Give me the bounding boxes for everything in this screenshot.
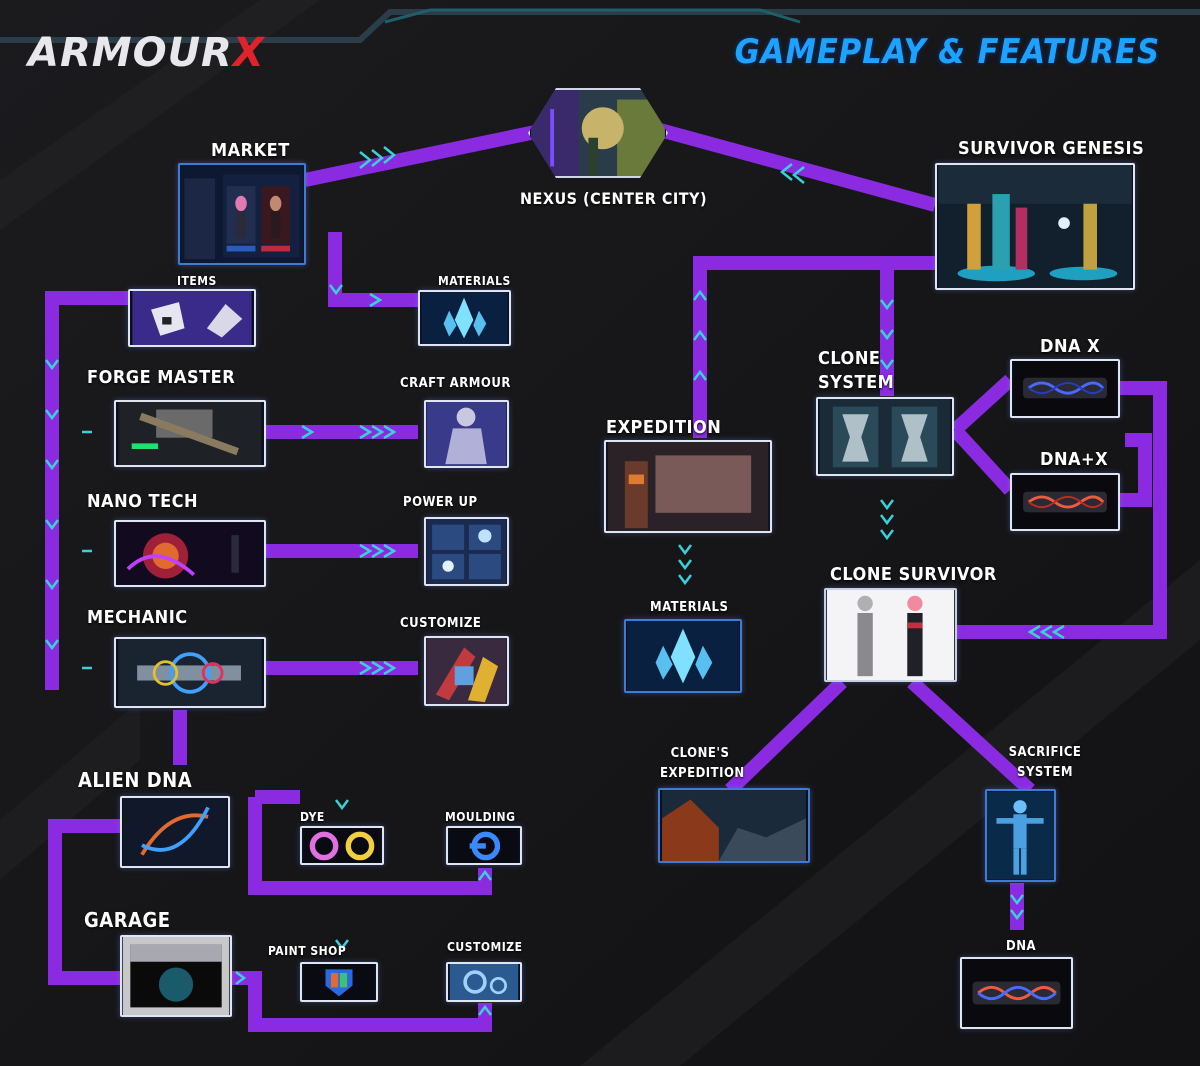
customize-2-label: CUSTOMIZE (447, 940, 523, 954)
clone-system-label-1: CLONE (818, 348, 881, 369)
craft-armour-card[interactable] (424, 400, 509, 468)
forge-master-label: FORGE MASTER (87, 367, 236, 388)
survivor-genesis-icon (938, 165, 1132, 288)
power-up-card[interactable] (424, 517, 509, 586)
customize-1-card[interactable] (424, 636, 509, 706)
sacrifice-label-1: SACRIFICE (1008, 745, 1082, 760)
armourx-logo: ARMOURX (28, 30, 265, 76)
moulding-card[interactable] (446, 826, 522, 865)
items-label: ITEMS (177, 274, 217, 288)
alien-dna-label: ALIEN DNA (78, 768, 193, 792)
paint-shop-label: PAINT SHOP (268, 944, 347, 958)
alien-dna-card[interactable] (120, 796, 230, 868)
armour-icon (426, 402, 507, 466)
clone-figures-icon (826, 590, 955, 680)
gears-icon (449, 964, 519, 1000)
dye-rings-icon (304, 828, 380, 863)
clone-survivor-card[interactable] (824, 588, 957, 682)
market-label: MARKET (211, 140, 290, 161)
garage-card[interactable] (120, 935, 232, 1017)
materials-bottom-card[interactable] (624, 619, 742, 693)
clone-survivor-label: CLONE SURVIVOR (830, 564, 997, 585)
city-icon (531, 90, 665, 176)
dna-capsule-icon (963, 959, 1070, 1027)
dna-x-label: DNA X (1040, 336, 1101, 357)
dye-card[interactable] (300, 826, 384, 865)
nano-tech-card[interactable] (114, 520, 266, 587)
dye-label: DYE (300, 810, 325, 824)
dna-helix-icon (123, 798, 227, 866)
dna-plus-x-label: DNA+X (1040, 449, 1109, 470)
mechanic-label: MECHANIC (87, 607, 188, 628)
dna-plus-x-card[interactable] (1010, 473, 1120, 531)
items-card[interactable] (128, 289, 256, 347)
materials-bottom-label: MATERIALS (650, 600, 729, 615)
landscape-icon (662, 790, 806, 861)
expedition-scene-icon (607, 442, 769, 531)
forge-master-card[interactable] (114, 400, 266, 467)
expedition-label: EXPEDITION (606, 417, 722, 438)
dna-label: DNA (1006, 939, 1037, 954)
clones-expedition-label-1: CLONE'S (670, 746, 730, 761)
page-title: GAMEPLAY & FEATURES (734, 32, 1160, 72)
mechanic-card[interactable] (114, 637, 266, 708)
sacrifice-card[interactable] (985, 789, 1056, 882)
survivor-genesis-label: SURVIVOR GENESIS (958, 138, 1145, 159)
sacrifice-label-2: SYSTEM (1017, 765, 1073, 780)
dna-x-card[interactable] (1010, 359, 1120, 418)
expedition-card[interactable] (604, 440, 772, 533)
clone-pods-icon (819, 399, 951, 474)
paint-shop-card[interactable] (300, 962, 378, 1002)
dna-card[interactable] (960, 957, 1073, 1029)
paint-shield-icon (303, 964, 375, 1000)
nano-circuit-icon (118, 522, 262, 585)
craft-armour-label: CRAFT ARMOUR (400, 376, 511, 391)
survivor-genesis-card[interactable] (935, 163, 1135, 290)
clone-system-label-2: SYSTEM (818, 372, 895, 393)
clone-system-card[interactable] (816, 397, 954, 476)
dna-capsule-icon (1013, 475, 1117, 529)
logo-x: X (232, 30, 265, 76)
clones-expedition-card[interactable] (658, 788, 810, 863)
crystal-icon (627, 621, 739, 691)
materials-top-card[interactable] (418, 290, 511, 346)
customize-icon (426, 638, 507, 704)
nexus-card[interactable] (528, 88, 668, 178)
power-up-icon (426, 519, 507, 584)
materials-top-label: MATERIALS (438, 274, 511, 288)
garage-label: GARAGE (84, 908, 171, 932)
market-card[interactable] (178, 163, 306, 265)
power-up-label: POWER UP (403, 495, 478, 510)
clones-expedition-label-2: EXPEDITION (660, 766, 745, 781)
crystal-icon (421, 292, 508, 344)
moulding-label: MOULDING (445, 810, 516, 824)
robot-head-icon (132, 291, 252, 345)
hammer-icon (118, 402, 262, 465)
market-screen-icon (180, 165, 304, 263)
moulding-icon (449, 828, 519, 863)
dna-capsule-icon (1013, 361, 1117, 416)
customize-2-card[interactable] (446, 962, 522, 1002)
human-scan-icon (987, 791, 1054, 880)
garage-door-icon (122, 937, 230, 1015)
nano-tech-label: NANO TECH (87, 491, 199, 512)
customize-1-label: CUSTOMIZE (400, 616, 482, 631)
gear-machine-icon (118, 639, 262, 706)
nexus-label: NEXUS (CENTER CITY) (520, 189, 708, 208)
logo-word: ARMOUR (28, 30, 233, 76)
